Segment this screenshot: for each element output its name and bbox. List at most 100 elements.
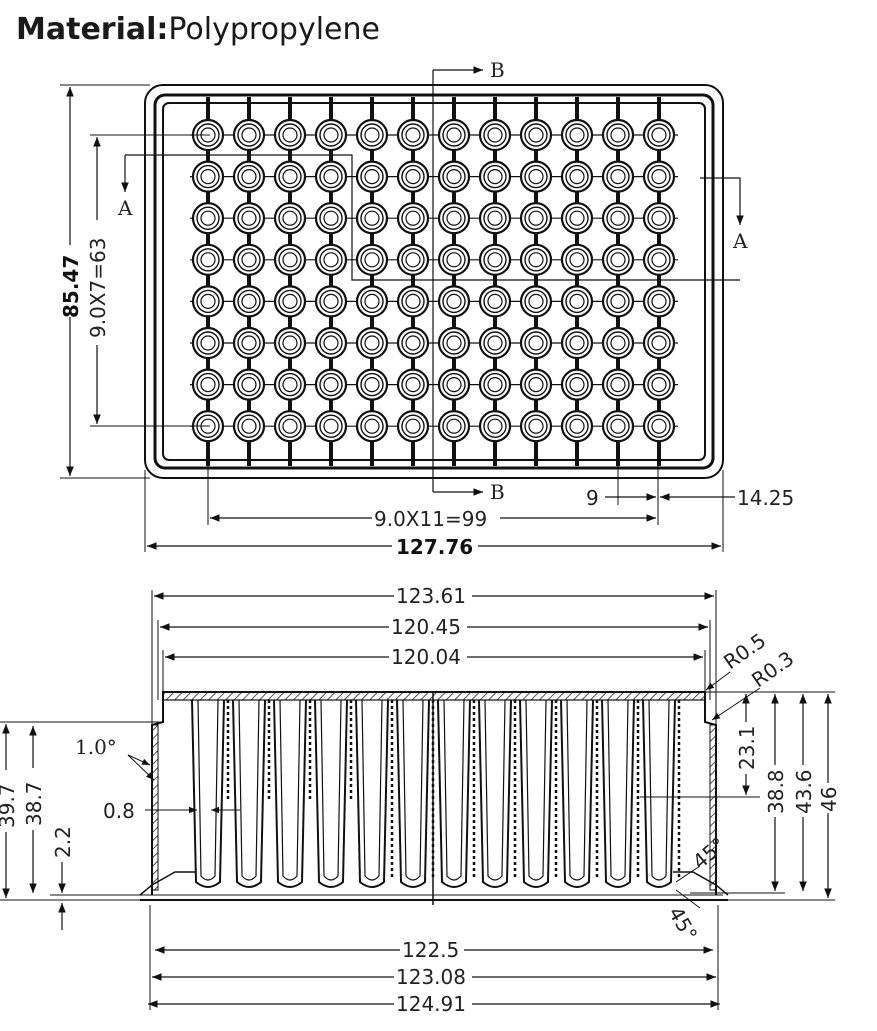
well-mid — [401, 123, 425, 147]
tube-inner — [648, 699, 670, 881]
tube-wall — [191, 699, 225, 888]
well — [355, 410, 389, 443]
tube-inner — [279, 699, 301, 881]
well-inner — [651, 210, 667, 226]
skirt-right — [673, 871, 729, 896]
well-inner — [323, 169, 339, 185]
well — [519, 118, 553, 152]
material-heading: Material:Polypropylene — [16, 12, 380, 47]
well-inner — [282, 252, 298, 268]
well-inner — [323, 210, 339, 226]
well-inner — [200, 377, 216, 393]
h-43-6-label: 43.6 — [792, 769, 816, 814]
well-inner — [323, 252, 339, 268]
h-23-1-label: 23.1 — [735, 725, 759, 770]
tube-section — [355, 699, 394, 888]
well-inner — [487, 293, 503, 309]
tube-wall — [232, 699, 266, 888]
well-mid — [647, 123, 671, 147]
well — [273, 410, 307, 443]
dim-pitch-label: 9 — [586, 486, 599, 510]
well-inner — [364, 293, 380, 309]
tube-section — [437, 699, 476, 888]
section-line-a — [125, 154, 740, 281]
well-mid — [442, 164, 466, 189]
well-mid — [647, 372, 671, 397]
well-mid — [606, 206, 630, 230]
dim-offset-label: 14.25 — [737, 486, 794, 510]
well — [560, 243, 594, 276]
well-inner — [569, 377, 585, 393]
well-mid — [647, 248, 671, 272]
tube-inner — [525, 699, 547, 881]
well-inner — [405, 418, 421, 434]
well-inner — [569, 252, 585, 268]
well-inner — [364, 418, 380, 434]
well — [191, 326, 225, 360]
well-mid — [483, 331, 507, 355]
well-mid — [606, 372, 630, 397]
well — [601, 410, 635, 443]
well — [191, 243, 225, 276]
h-2-2-label: 2.2 — [51, 826, 75, 858]
well-inner — [610, 127, 626, 143]
h-38-8-label: 38.8 — [764, 769, 788, 814]
tube-section — [191, 699, 230, 888]
well-inner — [610, 377, 626, 393]
well-mid — [565, 164, 589, 189]
well-mid — [442, 331, 466, 355]
well — [273, 118, 307, 152]
chamfer-leader-bottom — [675, 889, 701, 909]
well-mid — [606, 414, 630, 438]
well-mid — [524, 331, 548, 355]
well-inner — [610, 252, 626, 268]
well — [478, 368, 512, 401]
well — [355, 285, 389, 318]
tube-inner — [238, 699, 260, 881]
tube-wall — [519, 699, 553, 888]
well-inner — [364, 377, 380, 393]
well — [355, 118, 389, 152]
well-mid — [524, 248, 548, 272]
well-inner — [528, 335, 544, 351]
well-inner — [487, 335, 503, 351]
well-inner — [446, 335, 462, 351]
dim-top-outer-label: 123.61 — [396, 584, 466, 608]
well-inner — [282, 293, 298, 309]
well-mid — [196, 372, 220, 397]
section-b-label-top: B — [490, 58, 505, 82]
well-inner — [323, 418, 339, 434]
well-mid — [647, 164, 671, 189]
well-mid — [319, 123, 343, 147]
well-inner — [241, 335, 257, 351]
section-b-label-bottom: B — [490, 480, 505, 504]
material-label: Material: — [16, 12, 169, 47]
well-inner — [364, 210, 380, 226]
well — [191, 160, 225, 193]
well-mid — [442, 372, 466, 397]
tube-section — [519, 699, 558, 888]
well — [355, 368, 389, 401]
well-inner — [651, 252, 667, 268]
side-view-labels: 123.61 120.45 120.04 R0.5 R0.3 1.0° 0.8 … — [0, 584, 841, 1016]
tube-inner — [361, 699, 383, 881]
well — [437, 368, 471, 401]
well — [273, 326, 307, 360]
well-mid — [360, 331, 384, 355]
well-inner — [651, 293, 667, 309]
well-inner — [569, 418, 585, 434]
well — [314, 118, 348, 152]
well-mid — [483, 206, 507, 230]
well-mid — [237, 372, 261, 397]
well-mid — [319, 372, 343, 397]
well-inner — [364, 252, 380, 268]
draft-angle-label: 1.0° — [75, 735, 117, 759]
dim-top-mid-label: 120.45 — [391, 615, 461, 639]
well-inner — [446, 293, 462, 309]
well — [601, 202, 635, 235]
well — [232, 118, 266, 152]
well-mid — [647, 289, 671, 314]
well — [601, 368, 635, 401]
well — [560, 202, 594, 235]
